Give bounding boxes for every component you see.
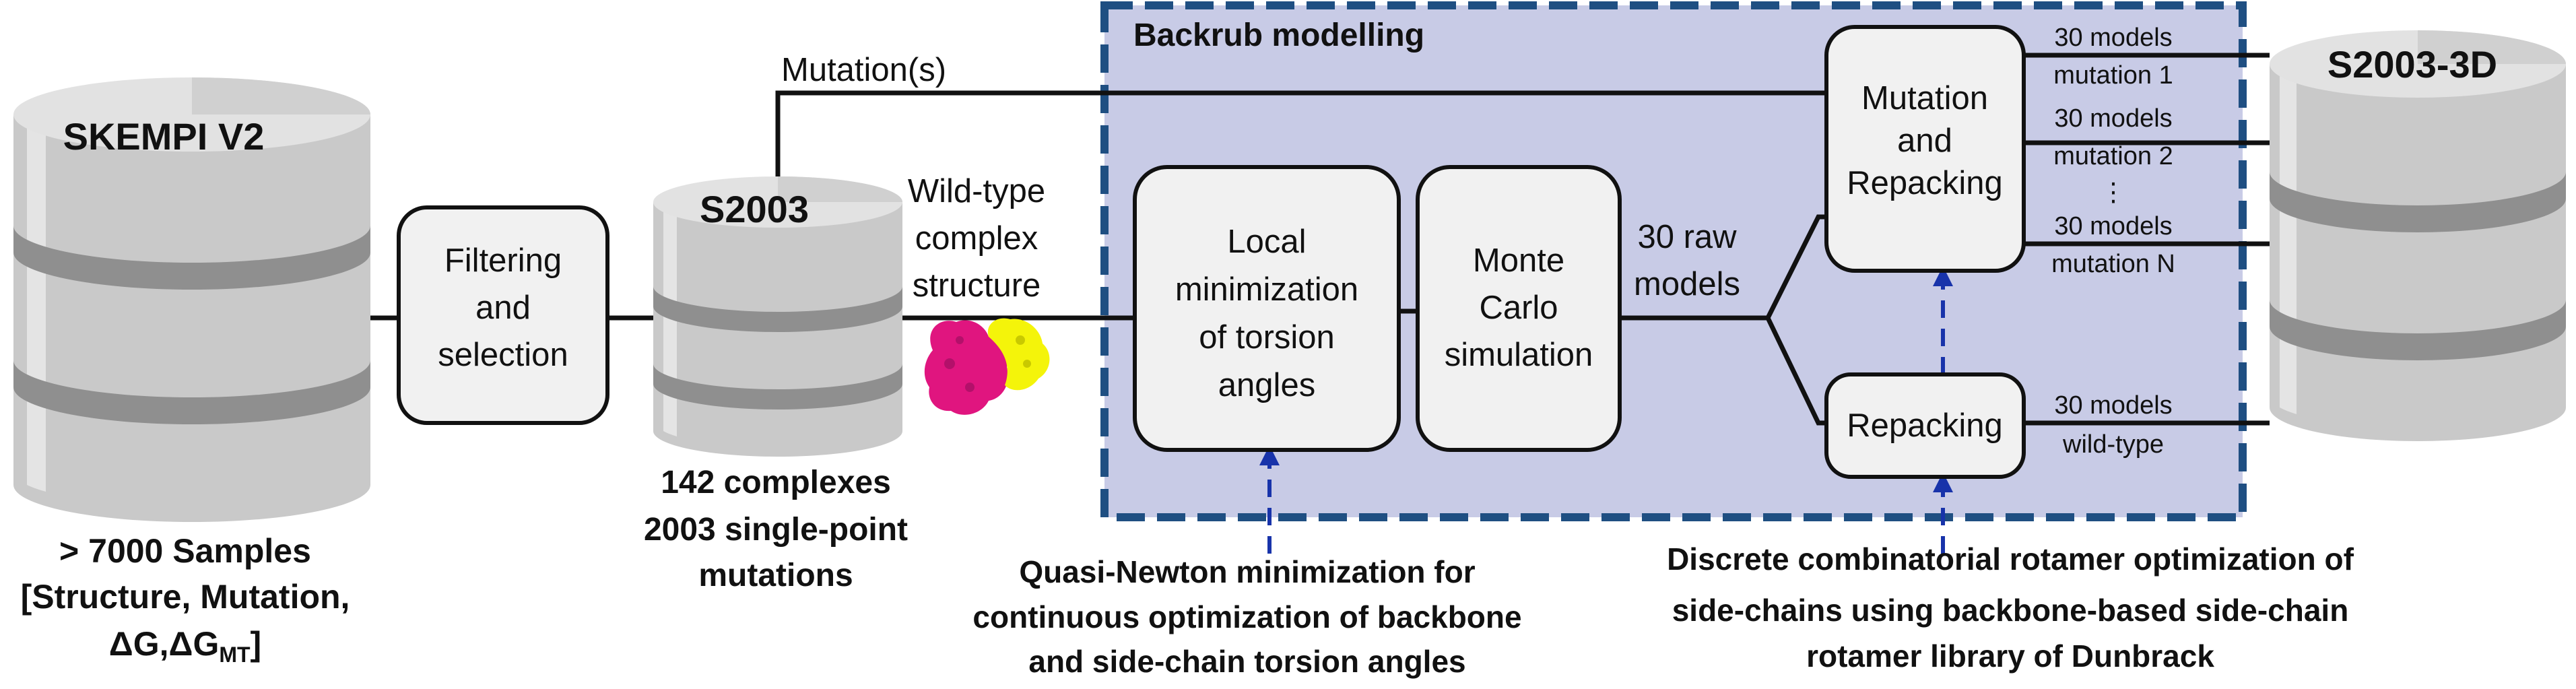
raw-models-line2: models [1634,266,1740,302]
wildtype-label-line2: complex [915,220,1038,257]
skempi-database: SKEMPI V2 [13,77,370,522]
filtering-box-line3: selection [438,337,568,373]
local-min-line1: Local [1227,224,1306,260]
s2003-3d-title: S2003-3D [2327,43,2497,86]
rotamer-line3: rotamer library of Dunbrack [1806,638,2214,674]
output-1-label: mutation 1 [2053,61,2173,90]
mutations-label: Mutation(s) [781,52,946,88]
line-mutations-path [775,90,1826,202]
quasi-newton-line1: Quasi-Newton minimization for [1019,554,1475,589]
quasi-newton-line2: continuous optimization of backbone [972,599,1521,634]
line-branch-repacking [1765,317,1826,426]
s2003-caption-line3: mutations [698,558,853,593]
monte-carlo-line1: Monte [1473,242,1564,279]
s2003-caption-line2: 2003 single-point [644,512,908,548]
rotamer-line2: side-chains using backbone-based side-ch… [1672,593,2349,628]
protein-structure-icon [924,318,1050,415]
output-n-label: mutation N [2051,250,2175,278]
filtering-box-line2: and [475,290,531,326]
rotamer-line1: Discrete combinatorial rotamer optimizat… [1667,542,2354,577]
line-branch-mutation [1765,214,1826,319]
skempi-caption-line2: [Structure, Mutation, [21,578,350,616]
skempi-caption-dg: ΔG,ΔG [109,625,220,663]
skempi-title: SKEMPI V2 [63,115,265,158]
connector-lines [369,53,2270,426]
output-1-count: 30 models [2054,24,2172,52]
local-min-line3: of torsion [1199,319,1335,356]
s2003-database: S2003 [653,176,902,457]
quasi-newton-line3: and side-chain torsion angles [1028,644,1465,679]
output-labels: 30 models mutation 1 30 models mutation … [2051,24,2175,459]
local-min-line4: angles [1218,367,1315,403]
raw-models-line1: 30 raw [1637,219,1737,255]
skempi-caption-line3: ΔG,ΔGMT] [109,625,261,667]
monte-carlo-box: Monte Carlo simulation [1416,165,1622,452]
mutation-repacking-box: Mutation and Repacking [1824,25,2026,273]
s2003-caption-line1: 142 complexes [661,465,891,500]
skempi-caption-end: ] [251,625,262,663]
wildtype-label-line1: Wild-type [908,173,1045,209]
local-minimization-box: Local minimization of torsion angles [1133,165,1401,452]
wildtype-label-line3: structure [913,267,1041,304]
output-2-label: mutation 2 [2053,142,2173,170]
monte-carlo-line2: Carlo [1479,290,1558,326]
database-cylinder-icon [653,176,902,457]
database-cylinder-icon [13,77,370,522]
mutation-repacking-line1: Mutation [1861,80,1988,117]
skempi-caption-sub: MT [219,643,251,667]
s2003-title: S2003 [700,188,809,230]
filtering-box: Filtering and selection [397,205,609,425]
mutation-repacking-line2: and [1897,123,1952,159]
skempi-caption: > 7000 Samples [Structure, Mutation, ΔG,… [21,532,350,667]
output-wt-label: wild-type [2062,430,2164,459]
database-cylinder-icon [2270,30,2566,441]
output-wt-count: 30 models [2054,391,2172,420]
skempi-caption-line1: > 7000 Samples [59,532,311,570]
repacking-box: Repacking [1824,372,2026,479]
output-ellipsis: ⋮ [2101,178,2126,207]
monte-carlo-line3: simulation [1445,337,1593,373]
output-n-count: 30 models [2054,212,2172,240]
s2003-3d-database: S2003-3D [2270,30,2566,441]
repacking-line1: Repacking [1847,407,2003,444]
backrub-title: Backrub modelling [1133,18,1424,53]
mutation-repacking-line3: Repacking [1847,165,2003,201]
filtering-box-line1: Filtering [444,242,562,279]
output-2-count: 30 models [2054,104,2172,133]
local-min-line2: minimization [1175,271,1358,308]
